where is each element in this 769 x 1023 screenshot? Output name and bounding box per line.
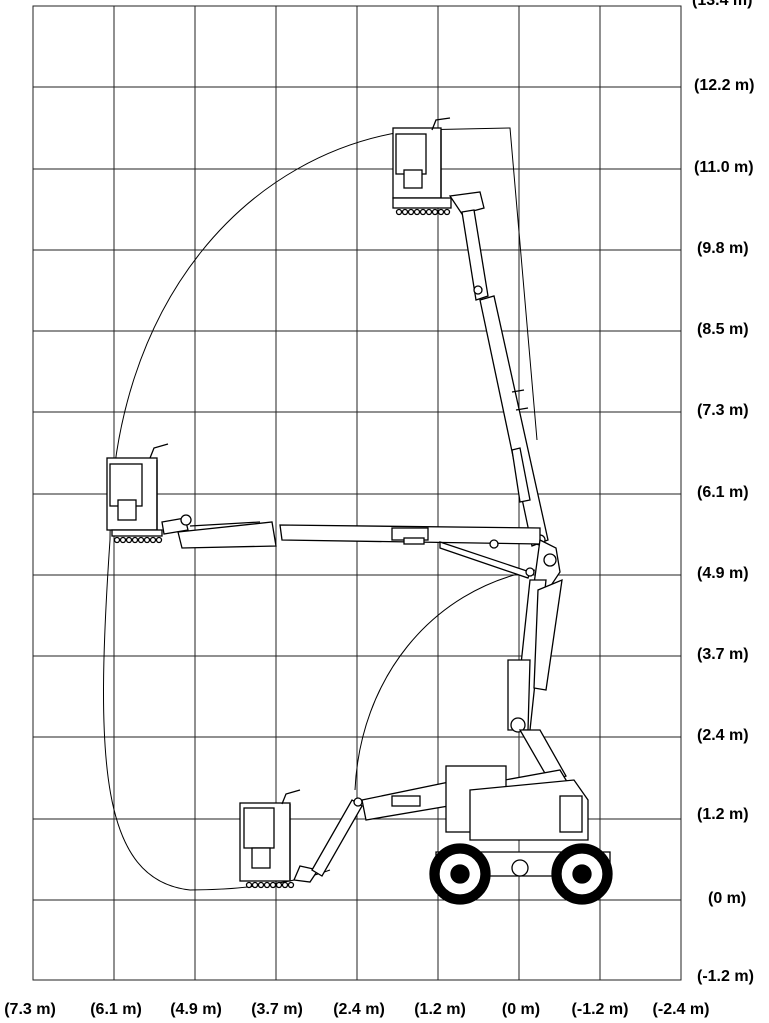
- y-axis-label: (8.5 m): [697, 321, 749, 338]
- x-axis-label: (1.2 m): [414, 1001, 466, 1018]
- riser-mast: [507, 539, 567, 783]
- boom-top-position: [448, 191, 549, 547]
- x-axis-label: (6.1 m): [90, 1001, 142, 1018]
- y-axis-label: (0 m): [708, 890, 747, 907]
- y-axis-label: (7.3 m): [697, 402, 749, 419]
- boom-mid-position: [161, 514, 541, 579]
- basket-top-position: [392, 117, 452, 216]
- y-axis-label: (9.8 m): [697, 240, 749, 257]
- x-axis-label: (-2.4 m): [652, 1001, 710, 1018]
- x-axis-label: (3.7 m): [251, 1001, 303, 1018]
- x-axis-label: (0 m): [501, 1001, 541, 1018]
- y-axis-label: (12.2 m): [694, 77, 755, 94]
- x-axis-label: (2.4 m): [333, 1001, 385, 1018]
- x-axis-label: (7.3 m): [4, 1001, 56, 1018]
- y-axis-label: (2.4 m): [697, 727, 749, 744]
- basket-low-position: [239, 789, 301, 889]
- x-axis-label: (-1.2 m): [571, 1001, 629, 1018]
- y-axis-label: (-1.2 m): [697, 968, 754, 985]
- y-axis-label: (3.7 m): [697, 646, 749, 663]
- wheel-rear: [551, 843, 613, 905]
- y-axis-label: (13.4 m): [692, 0, 753, 9]
- wheel-front: [429, 843, 491, 905]
- y-axis-label: (11.0 m): [694, 159, 754, 176]
- y-axis-label: (4.9 m): [697, 565, 749, 582]
- x-axis-label: (4.9 m): [170, 1001, 222, 1018]
- y-axis-label: (1.2 m): [697, 806, 749, 823]
- y-axis-label: (6.1 m): [697, 484, 749, 501]
- basket-mid-position: [106, 443, 169, 544]
